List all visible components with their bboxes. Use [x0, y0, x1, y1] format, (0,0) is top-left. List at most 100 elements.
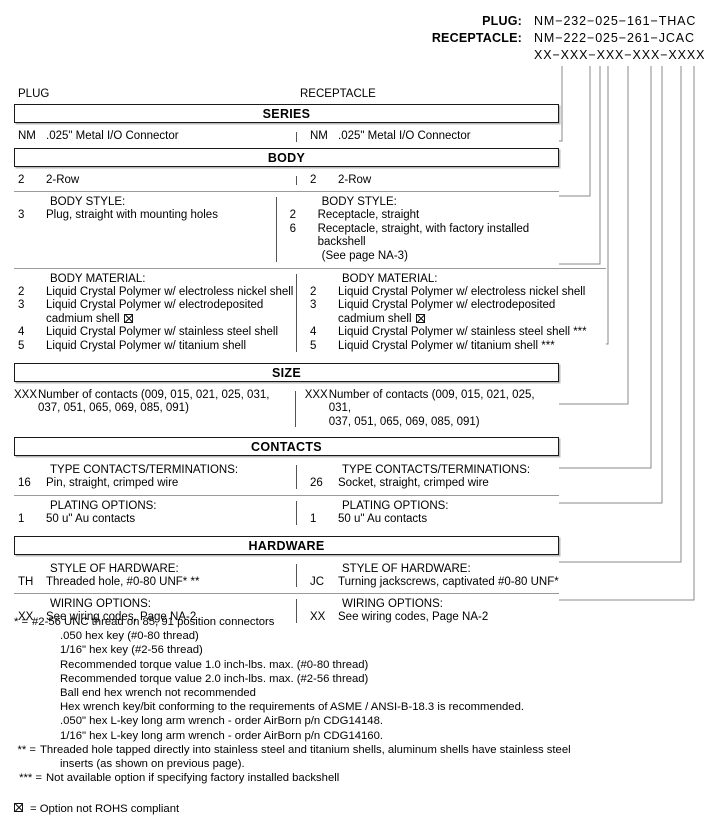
body-style-plug-code: 3 — [18, 209, 25, 222]
column-divider — [296, 132, 297, 142]
size-receptacle-code: XXX — [304, 388, 328, 401]
footnote-rohs: = Option not ROHS compliant — [14, 802, 614, 816]
column-divider — [296, 465, 297, 489]
body-rows-receptacle-desc: 2-Row — [338, 173, 372, 186]
body-material-receptacle-code-5: 5 — [310, 339, 317, 352]
contacts-type-plug-cell: TYPE CONTACTS/TERMINATIONS: 16 Pin, stra… — [14, 463, 296, 491]
part-number-row-template: XX−XXX−XXX−XXX−XXXX — [0, 48, 712, 65]
footnote-star: * = #2-56 UNC thread on 85, 91 position … — [14, 615, 614, 629]
row-contacts-plating: PLATING OPTIONS: 1 50 u" Au contacts PLA… — [14, 494, 559, 531]
body-rows-receptacle-code: 2 — [310, 173, 317, 186]
wiring-receptacle-cell: WIRING OPTIONS: XX See wiring codes, Pag… — [296, 597, 488, 625]
footnote-double-star-text2: inserts (as shown on previous page). — [60, 758, 245, 771]
plating-plug-desc: 50 u" Au contacts — [46, 512, 136, 525]
plating-receptacle-caption: PLATING OPTIONS: — [342, 499, 449, 512]
column-divider — [296, 500, 297, 525]
footnote-star-line-8: 1/16" hex L-key long arm wrench - order … — [60, 729, 383, 742]
footnotes: * = #2-56 UNC thread on 85, 91 position … — [14, 615, 614, 817]
wiring-plug-cell: WIRING OPTIONS: XX See wiring codes, Pag… — [14, 597, 296, 625]
body-style-receptacle-cell: BODY STYLE: 2 Receptacle, straight 6 Rec… — [275, 195, 559, 263]
body-rows-plug-cell: 2 2-Row — [14, 174, 296, 188]
receptacle-label: RECEPTACLE: — [431, 31, 522, 45]
body-material-plug-caption: BODY MATERIAL: — [50, 272, 146, 285]
hardware-style-plug-cell: STYLE OF HARDWARE: TH Threaded hole, #0-… — [14, 562, 296, 590]
column-divider — [296, 563, 297, 588]
wiring-receptacle-desc: See wiring codes, Page NA-2 — [338, 611, 489, 624]
footnote-star-line-1: .050 hex key (#0-80 thread) — [60, 630, 199, 643]
body-material-plug-desc-3: Liquid Crystal Polymer w/ electrodeposit… — [46, 299, 263, 326]
body-material-plug-code-4: 4 — [18, 326, 25, 339]
size-receptacle-desc-l2: 037, 051, 065, 069, 085, 091) — [328, 415, 480, 428]
size-plug-desc-l1: Number of contacts (009, 015, 021, 025, … — [38, 388, 270, 401]
plug-part-number: NM−232−025−161−THAC — [534, 14, 697, 28]
body-material-receptacle-desc-3-l2: cadmium shell — [338, 312, 412, 325]
part-number-row-plug: PLUG: NM−232−025−161−THAC — [0, 14, 712, 31]
wiring-plug-code: XX — [18, 611, 34, 624]
size-receptacle-desc: Number of contacts (009, 015, 021, 025, … — [329, 389, 559, 430]
series-receptacle-desc: .025" Metal I/O Connector — [338, 130, 471, 142]
body-material-plug-code-3: 3 — [18, 299, 25, 312]
contacts-type-plug-code: 16 — [18, 477, 31, 490]
row-body-style: BODY STYLE: 3 Plug, straight with mounti… — [14, 191, 559, 267]
footnote-rohs-text: = Option not ROHS compliant — [30, 803, 180, 816]
contacts-type-plug-desc: Pin, straight, crimped wire — [46, 477, 179, 490]
plating-receptacle-code: 1 — [310, 512, 317, 525]
series-plug-desc: .025" Metal I/O Connector — [46, 130, 179, 142]
body-material-receptacle-caption: BODY MATERIAL: — [342, 272, 438, 285]
row-hardware-wiring: WIRING OPTIONS: XX See wiring codes, Pag… — [14, 593, 559, 629]
body-material-plug-desc-3-l1: Liquid Crystal Polymer w/ electrodeposit… — [46, 299, 264, 312]
body-material-receptacle-desc-3-l1: Liquid Crystal Polymer w/ electrodeposit… — [338, 299, 556, 312]
row-hardware-style: STYLE OF HARDWARE: TH Threaded hole, #0-… — [14, 559, 559, 594]
size-receptacle-cell: XXX Number of contacts (009, 015, 021, 0… — [294, 388, 559, 430]
footnote-star-line-6: Hex wrench key/bit conforming to the req… — [60, 701, 525, 714]
template-part-number: XX−XXX−XXX−XXX−XXXX — [534, 48, 706, 62]
rohs-noncompliant-icon — [415, 313, 425, 323]
hardware-style-receptacle-caption: STYLE OF HARDWARE: — [342, 562, 471, 575]
body-material-receptacle-desc-3: Liquid Crystal Polymer w/ electrodeposit… — [338, 299, 555, 326]
series-receptacle-cell: NM .025" Metal I/O Connector — [296, 130, 471, 144]
contacts-type-plug-caption: TYPE CONTACTS/TERMINATIONS: — [50, 464, 239, 477]
row-series: NM .025" Metal I/O Connector NM .025" Me… — [14, 127, 559, 148]
body-style-receptacle-desc-6: Receptacle, straight, with factory insta… — [317, 222, 530, 249]
body-material-receptacle-cell: BODY MATERIAL: 2 Liquid Crystal Polymer … — [296, 272, 606, 354]
column-divider — [294, 390, 296, 428]
body-rows-plug-desc: 2-Row — [46, 173, 80, 186]
body-style-receptacle-desc-2: Receptacle, straight — [317, 209, 420, 222]
column-caption-plug: PLUG — [18, 88, 50, 100]
body-material-plug-cell: BODY MATERIAL: 2 Liquid Crystal Polymer … — [14, 272, 296, 354]
hardware-style-receptacle-desc: Turning jackscrews, captivated #0-80 UNF… — [338, 575, 559, 588]
hardware-style-receptacle-code: JC — [310, 575, 325, 588]
size-plug-desc-l2: 037, 051, 065, 069, 085, 091) — [38, 402, 189, 415]
wiring-receptacle-caption: WIRING OPTIONS: — [342, 598, 443, 611]
column-caption-receptacle: RECEPTACLE — [300, 88, 376, 100]
column-divider — [275, 197, 277, 262]
hardware-style-plug-code: TH — [18, 575, 34, 588]
footnote-star-line-7: .050" hex L-key long arm wrench - order … — [60, 715, 383, 728]
size-receptacle-desc-l1: Number of contacts (009, 015, 021, 025, … — [328, 388, 535, 415]
wiring-plug-caption: WIRING OPTIONS: — [50, 598, 151, 611]
body-material-receptacle-desc-5: Liquid Crystal Polymer w/ titanium shell… — [338, 339, 555, 352]
size-plug-cell: XXX Number of contacts (009, 015, 021, 0… — [14, 389, 295, 430]
footnote-star-line-3: Recommended torque value 1.0 inch-lbs. m… — [60, 658, 369, 671]
plating-receptacle-desc: 50 u" Au contacts — [338, 512, 428, 525]
body-style-plug-cell: BODY STYLE: 3 Plug, straight with mounti… — [14, 195, 276, 263]
series-plug-cell: NM .025" Metal I/O Connector — [14, 130, 296, 144]
hardware-style-receptacle-cell: STYLE OF HARDWARE: JC Turning jackscrews… — [296, 562, 559, 590]
hardware-style-plug-desc: Threaded hole, #0-80 UNF* ** — [46, 575, 200, 588]
rohs-noncompliant-icon — [14, 803, 23, 813]
footnote-star-line-4: Recommended torque value 2.0 inch-lbs. m… — [60, 672, 369, 685]
body-style-plug-caption: BODY STYLE: — [50, 196, 126, 209]
body-material-plug-code-5: 5 — [18, 339, 25, 352]
column-divider — [296, 175, 297, 186]
body-rows-plug-code: 2 — [18, 173, 25, 186]
column-captions: PLUG RECEPTACLE — [0, 88, 712, 102]
body-material-receptacle-desc-2: Liquid Crystal Polymer w/ electroless ni… — [338, 285, 586, 298]
plug-label: PLUG: — [482, 14, 522, 28]
contacts-type-receptacle-cell: TYPE CONTACTS/TERMINATIONS: 26 Socket, s… — [296, 463, 530, 491]
body-rows-receptacle-cell: 2 2-Row — [296, 174, 371, 188]
body-style-receptacle-code-6: 6 — [289, 222, 297, 235]
size-plug-code: XXX — [14, 388, 38, 401]
size-plug-desc: Number of contacts (009, 015, 021, 025, … — [38, 389, 269, 416]
body-style-plug-desc: Plug, straight with mounting holes — [46, 209, 218, 222]
plating-plug-caption: PLATING OPTIONS: — [50, 499, 157, 512]
